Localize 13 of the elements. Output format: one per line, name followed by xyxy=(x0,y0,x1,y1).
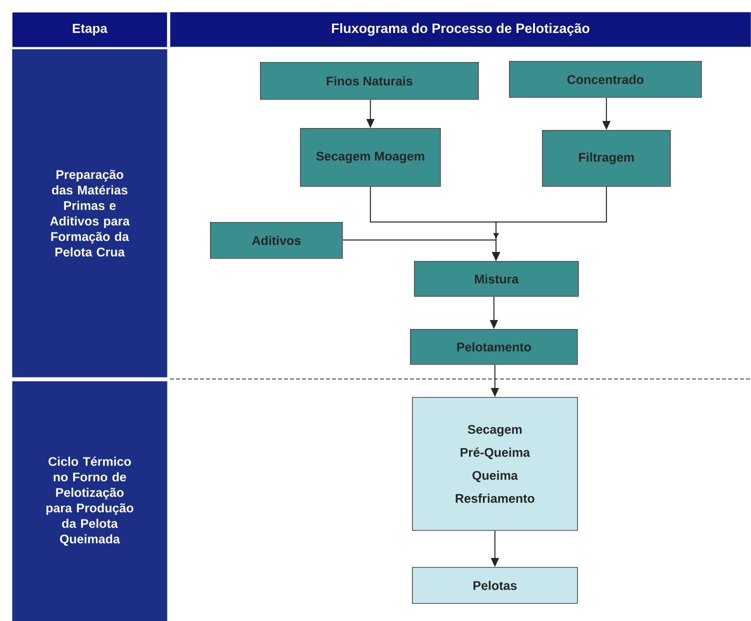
process-box: Aditivos xyxy=(210,222,343,259)
stage-band: Preparação das Matérias Primas e Aditivos para Formação da Pelota Crua xyxy=(12,49,168,378)
process-box: Concentrado xyxy=(509,61,702,98)
title-bar: Fluxograma do Processo de Pelotização xyxy=(170,12,751,48)
process-box: Filtragem xyxy=(542,130,671,187)
process-box: Secagem Moagem xyxy=(300,128,441,187)
process-box: Pelotas xyxy=(412,567,578,604)
stage-band: Ciclo Térmico no Forno de Pelotização para Produção da Pelota Queimada xyxy=(12,381,168,621)
header-cell: Etapa xyxy=(12,12,168,48)
process-box: Pelotamento xyxy=(410,329,578,365)
process-box: Finos Naturais xyxy=(260,62,479,100)
process-box: Secagem Pré-Queima Queima Resfriamento xyxy=(412,397,578,531)
process-box: Mistura xyxy=(414,261,579,297)
